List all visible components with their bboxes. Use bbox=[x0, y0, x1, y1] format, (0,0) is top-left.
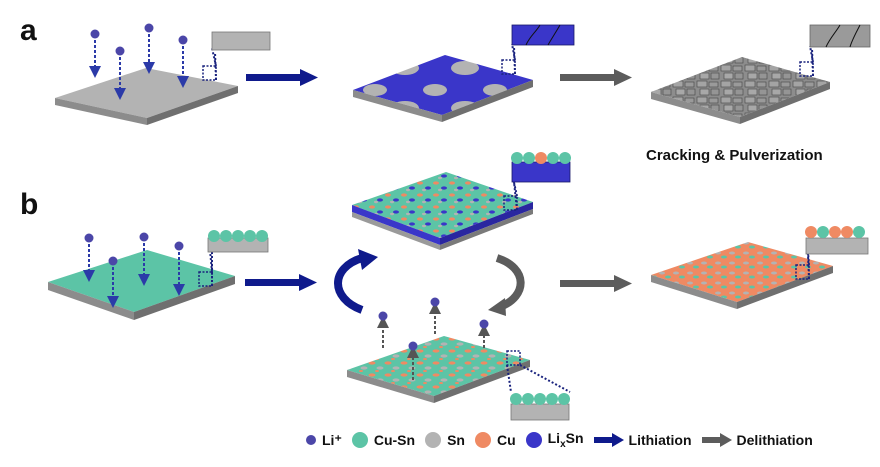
arrow-delithiation-b bbox=[560, 275, 632, 292]
legend-lithiation: Lithiation bbox=[628, 432, 692, 448]
slab-b1 bbox=[48, 230, 269, 320]
slab-a2 bbox=[353, 24, 575, 122]
legend-sn: Sn bbox=[447, 432, 465, 448]
legend-delithiation: Delithiation bbox=[736, 432, 813, 448]
li-ions-a bbox=[89, 23, 189, 100]
slab-b-bottom bbox=[347, 336, 571, 421]
cu-icon bbox=[474, 432, 491, 448]
arrow-lithiation-a bbox=[246, 69, 318, 86]
slab-b-final bbox=[651, 226, 869, 309]
legend-lixsn-prefix: Li bbox=[547, 430, 561, 447]
legend-lixsn: LixSn bbox=[548, 430, 584, 450]
panel-label-b: b bbox=[20, 188, 39, 221]
legend-cu-sn: Cu-Sn bbox=[373, 432, 416, 448]
cu-sn-icon bbox=[351, 432, 368, 448]
legend-lixsn-sub: x bbox=[560, 438, 566, 450]
legend-li-plus: Li⁺ bbox=[322, 431, 342, 448]
legend: Li⁺ Cu-Sn Sn Cu LixSn Lithiation Delithi… bbox=[306, 427, 823, 453]
legend-cu: Cu bbox=[496, 432, 516, 448]
caption-cracking: Cracking & Pulverization bbox=[646, 147, 823, 164]
slab-a3 bbox=[651, 24, 871, 124]
slab-a1 bbox=[55, 31, 271, 125]
arrow-lithiation-b bbox=[245, 274, 317, 291]
delithiation-arrow-icon bbox=[701, 433, 732, 447]
lithiation-arrow-icon bbox=[593, 433, 624, 447]
legend-lixsn-suffix: Sn bbox=[565, 430, 584, 447]
cycle-arrow-right bbox=[488, 254, 525, 316]
li-ions-out bbox=[377, 297, 490, 380]
slab-b-top bbox=[352, 152, 571, 250]
panel-label-a: a bbox=[20, 14, 37, 47]
li-ion-icon bbox=[306, 435, 316, 445]
cycle-arrow-left bbox=[334, 249, 378, 314]
arrow-delithiation-a bbox=[560, 69, 632, 86]
sn-icon bbox=[425, 432, 442, 448]
lixsn-icon bbox=[525, 432, 542, 448]
li-ions-b bbox=[83, 232, 185, 308]
